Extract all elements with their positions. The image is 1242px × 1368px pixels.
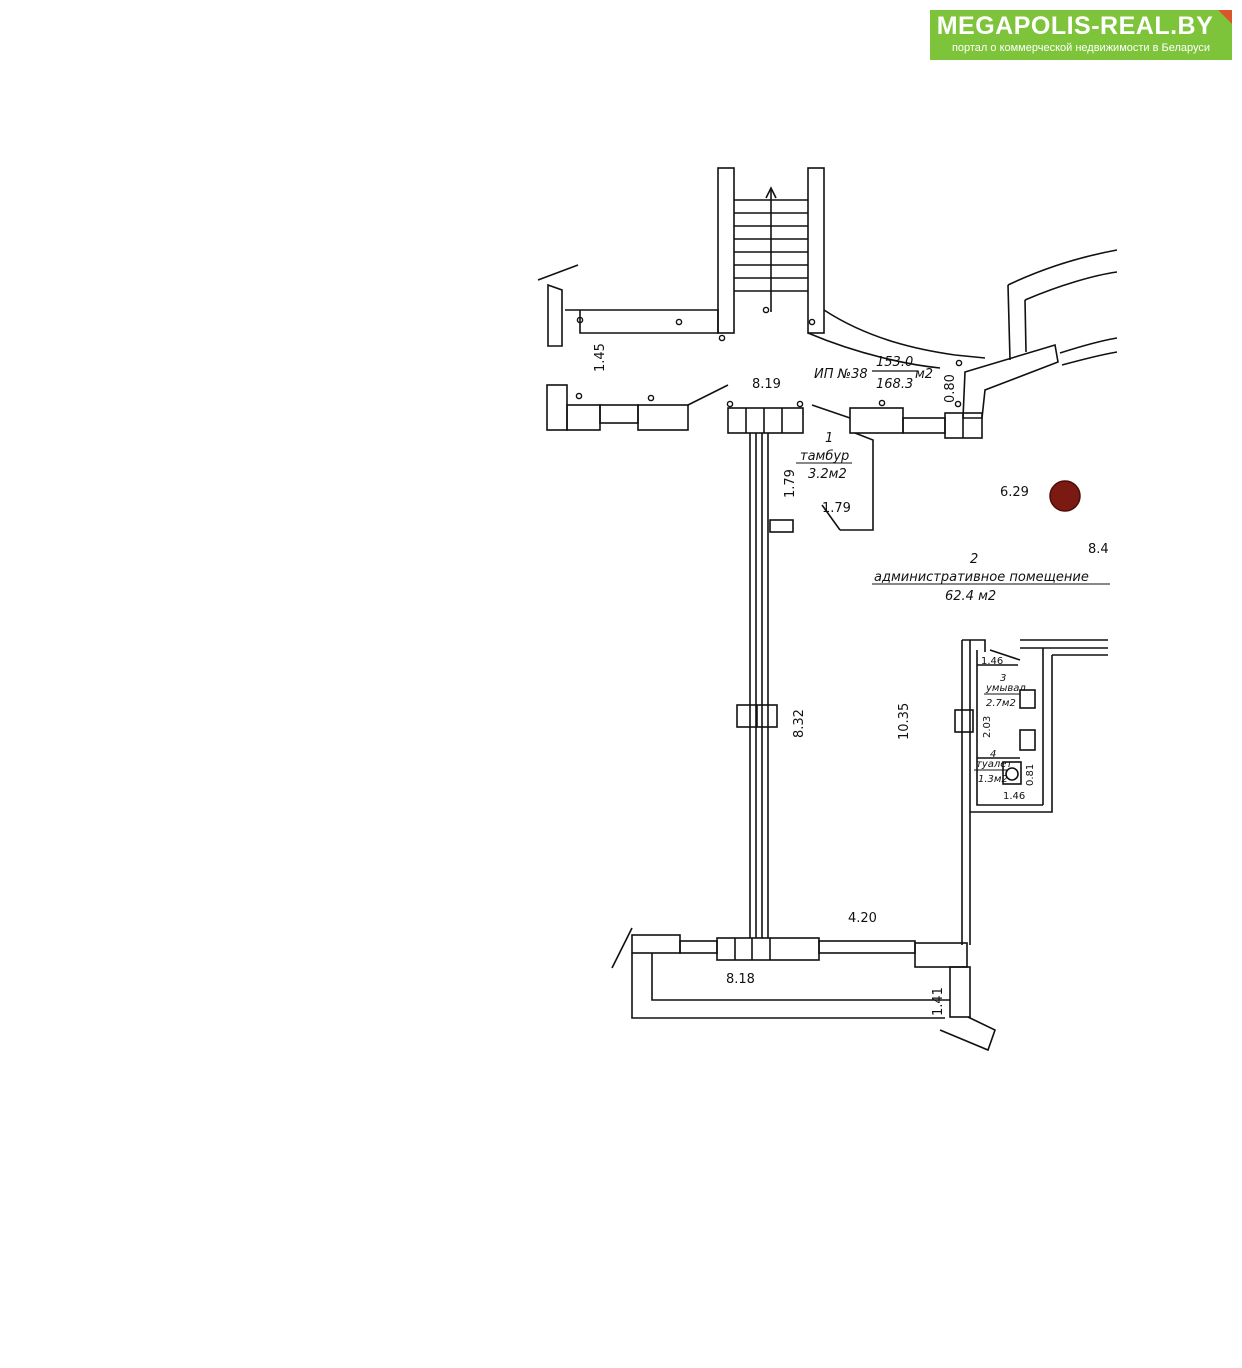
dim-6-29: 6.29	[1000, 485, 1029, 500]
room-2-name: административное помещение	[874, 570, 1089, 585]
dim-1-41: 1.41	[931, 987, 946, 1016]
room-1-name: тамбур	[800, 449, 849, 464]
brand-name: MEGAPOLIS-REAL.BY	[936, 12, 1214, 40]
brand-badge[interactable]: MEGAPOLIS-REAL.BY портал о коммерческой …	[930, 10, 1232, 60]
brand-tagline: портал о коммерческой недвижимости в Бел…	[951, 42, 1211, 54]
room-3-number: 3	[1000, 673, 1006, 684]
room-4-name: туалет	[976, 759, 1013, 770]
dim-4-20: 4.20	[848, 911, 877, 926]
staircase	[717, 167, 825, 334]
dim-1-46-bottom: 1.46	[1003, 791, 1025, 802]
room-2-number: 2	[970, 552, 978, 567]
unit-number: ИП №38	[814, 367, 868, 382]
dim-8-4: 8.4	[1088, 542, 1109, 557]
dim-10-35: 10.35	[897, 703, 912, 740]
dim-1-45: 1.45	[593, 343, 608, 372]
dim-8-18: 8.18	[726, 972, 755, 987]
dim-1-79-horizontal: 1.79	[822, 501, 851, 516]
area-unit: м2	[915, 367, 933, 382]
room-1-number: 1	[825, 431, 833, 446]
dim-0-80: 0.80	[943, 374, 958, 403]
room-4-area: 1.3м2	[978, 774, 1008, 785]
area-bottom: 168.3	[876, 377, 913, 392]
room-3-name: умывал	[985, 683, 1026, 694]
dim-1-46-top: 1.46	[981, 656, 1003, 667]
dim-0-81: 0.81	[1025, 764, 1036, 786]
dim-8-32: 8.32	[792, 709, 807, 738]
dim-8-19: 8.19	[752, 377, 781, 392]
area-top: 153.0	[876, 355, 913, 370]
room-1-area: 3.2м2	[808, 467, 847, 482]
dim-2-03: 2.03	[982, 716, 993, 738]
room-4-number: 4	[990, 749, 996, 760]
room-3-area: 2.7м2	[986, 698, 1016, 709]
dim-1-79-vertical: 1.79	[783, 469, 798, 498]
badge-corner-triangle	[1218, 10, 1232, 24]
room-2-area: 62.4 м2	[945, 589, 996, 604]
location-marker	[1049, 480, 1081, 512]
